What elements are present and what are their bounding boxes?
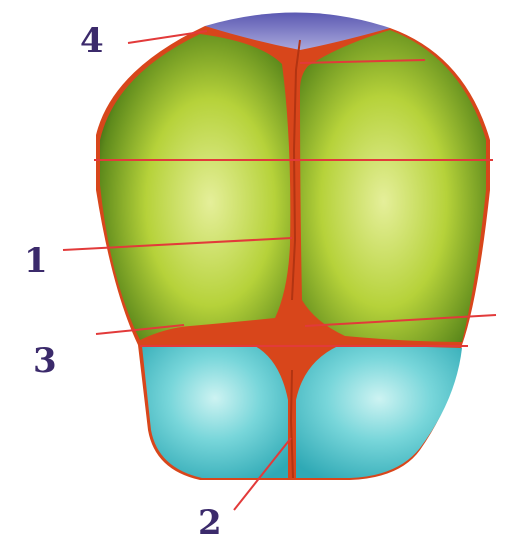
label-3: 3 xyxy=(33,341,57,381)
frontal-bone-right xyxy=(296,346,462,478)
label-4: 4 xyxy=(80,21,104,61)
label-1: 1 xyxy=(24,241,48,281)
label-2: 2 xyxy=(198,503,222,539)
